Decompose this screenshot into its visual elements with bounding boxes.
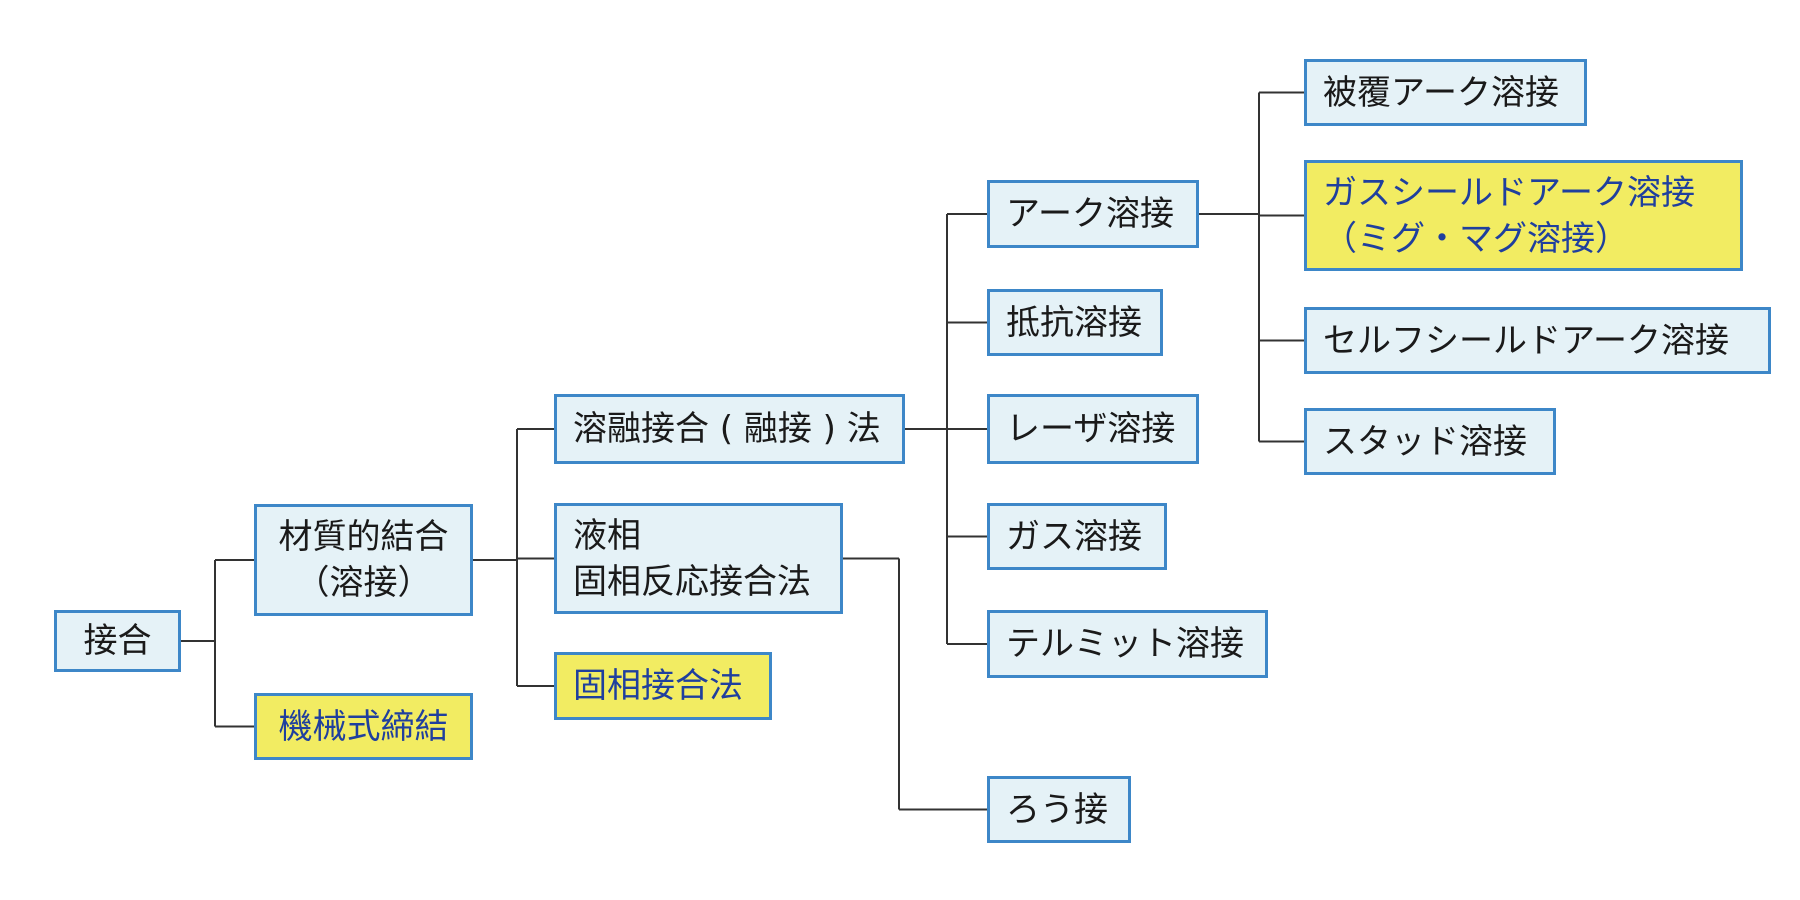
node-label: テルミット溶接	[1006, 624, 1244, 664]
node-label: セルフシールドアーク溶接	[1323, 320, 1729, 361]
node-self-shielded-arc-welding[interactable]: セルフシールドアーク溶接	[1304, 307, 1771, 374]
node-gas-welding[interactable]: ガス溶接	[987, 503, 1167, 570]
node-shielded-metal-arc-welding[interactable]: 被覆アーク溶接	[1304, 59, 1587, 126]
node-solid-state-bonding[interactable]: 固相接合法	[554, 652, 772, 720]
node-laser-welding[interactable]: レーザ溶接	[987, 394, 1199, 464]
node-label: 接合	[83, 621, 152, 661]
node-resistance-welding[interactable]: 抵抗溶接	[987, 289, 1163, 356]
node-arc-welding[interactable]: アーク溶接	[987, 180, 1199, 248]
node-label: （ミグ・マグ溶接）	[1323, 218, 1629, 259]
node-label: 液相	[573, 515, 641, 556]
node-label: 抵抗溶接	[1006, 302, 1142, 343]
node-label: レーザ溶接	[1006, 409, 1176, 449]
node-label: アーク溶接	[1006, 194, 1174, 234]
node-label: 材質的結合	[278, 517, 449, 557]
node-label: 溶融接合 ( 融接 ) 法	[573, 409, 881, 449]
node-liquid-solid-reaction[interactable]: 液相 固相反応接合法	[554, 503, 843, 614]
node-brazing[interactable]: ろう接	[987, 776, 1131, 843]
node-label: 固相接合法	[573, 666, 743, 706]
node-label: 固相反応接合法	[573, 561, 811, 602]
node-label: ガス溶接	[1006, 516, 1142, 557]
node-label: スタッド溶接	[1323, 421, 1527, 462]
node-label: 被覆アーク溶接	[1323, 72, 1559, 113]
node-thermit-welding[interactable]: テルミット溶接	[987, 610, 1268, 678]
node-joining[interactable]: 接合	[54, 610, 181, 672]
node-fusion-welding[interactable]: 溶融接合 ( 融接 ) 法	[554, 394, 905, 464]
node-material-bonding[interactable]: 材質的結合 （溶接）	[254, 504, 473, 616]
node-gas-shielded-arc-welding[interactable]: ガスシールドアーク溶接 （ミグ・マグ溶接）	[1304, 160, 1743, 271]
node-mechanical-fastening[interactable]: 機械式締結	[254, 693, 473, 760]
node-label: （溶接）	[295, 563, 432, 603]
node-label: ろう接	[1006, 789, 1108, 830]
node-label: ガスシールドアーク溶接	[1323, 172, 1695, 213]
node-stud-welding[interactable]: スタッド溶接	[1304, 408, 1556, 475]
node-label: 機械式締結	[278, 706, 449, 747]
